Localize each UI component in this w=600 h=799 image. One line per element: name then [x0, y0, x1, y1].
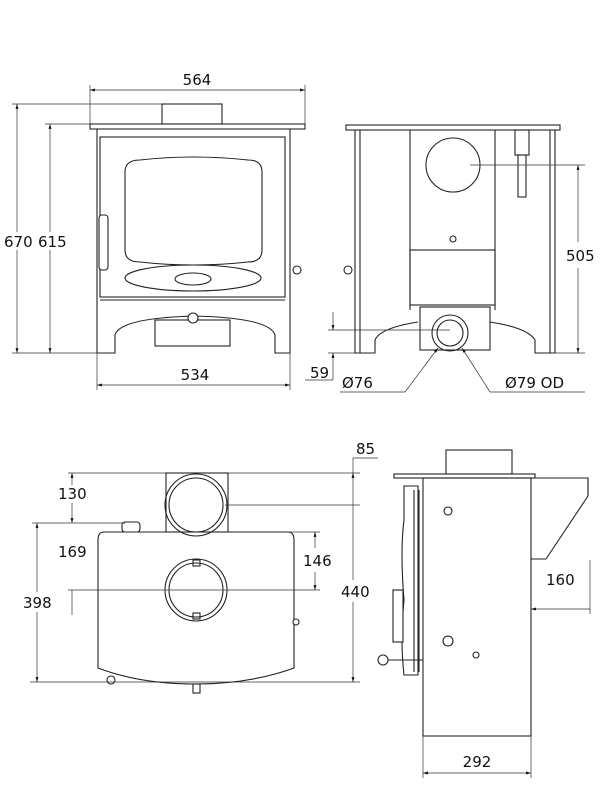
hopper	[531, 477, 589, 560]
ash-pan	[154, 319, 231, 347]
dim-depth: 398	[23, 594, 52, 612]
flue-outlet	[168, 477, 224, 533]
dim-outlet-diameter: Ø79 OD	[505, 374, 564, 392]
top-plate	[89, 123, 306, 130]
air-inlet-box	[419, 306, 491, 351]
air-control-plate	[124, 264, 262, 292]
air-inlet-outer	[431, 314, 469, 352]
door-handle	[98, 214, 109, 271]
riddling-knob	[377, 654, 389, 666]
door-handle	[392, 589, 404, 643]
door-profile	[401, 485, 419, 676]
dim-hopper-depth: 160	[546, 571, 575, 589]
dim-width-base: 534	[181, 366, 210, 384]
riddling-knob	[187, 312, 199, 324]
top-plate	[393, 473, 536, 479]
side-knob	[292, 265, 302, 275]
flue-collar	[445, 449, 513, 475]
dim-width-top: 564	[183, 71, 212, 89]
top-plate	[345, 124, 561, 131]
thermostat-probe	[517, 154, 527, 198]
dim-rear-to-center: 169	[58, 543, 87, 561]
flue-collar	[161, 103, 223, 125]
glass-window	[124, 156, 263, 266]
stove-body	[422, 477, 532, 737]
rear-view: 505 59 Ø76 Ø79 OD	[305, 124, 595, 393]
dim-center-offset: 146	[303, 552, 332, 570]
dim-flue-height: 505	[566, 247, 595, 265]
dim-height-total: 670	[4, 233, 33, 251]
rear-panel	[409, 249, 496, 306]
side-view: 160 292	[377, 449, 591, 778]
dim-height-body: 615	[38, 233, 67, 251]
dim-flue-offset: 85	[356, 440, 375, 458]
air-control-slider	[174, 272, 212, 286]
front-view: 564 670 615 534	[4, 71, 306, 390]
dim-inlet-height: 59	[310, 364, 329, 382]
dim-inlet-diameter: Ø76	[342, 374, 373, 392]
dim-body-depth: 292	[463, 753, 492, 771]
plan-view: 130 169 398 146 440 85	[23, 440, 378, 694]
air-inlet-inner	[436, 319, 464, 347]
dim-flue-depth: 130	[58, 485, 87, 503]
dim-overall-depth: 440	[341, 583, 370, 601]
stove-top-outline	[97, 531, 295, 685]
